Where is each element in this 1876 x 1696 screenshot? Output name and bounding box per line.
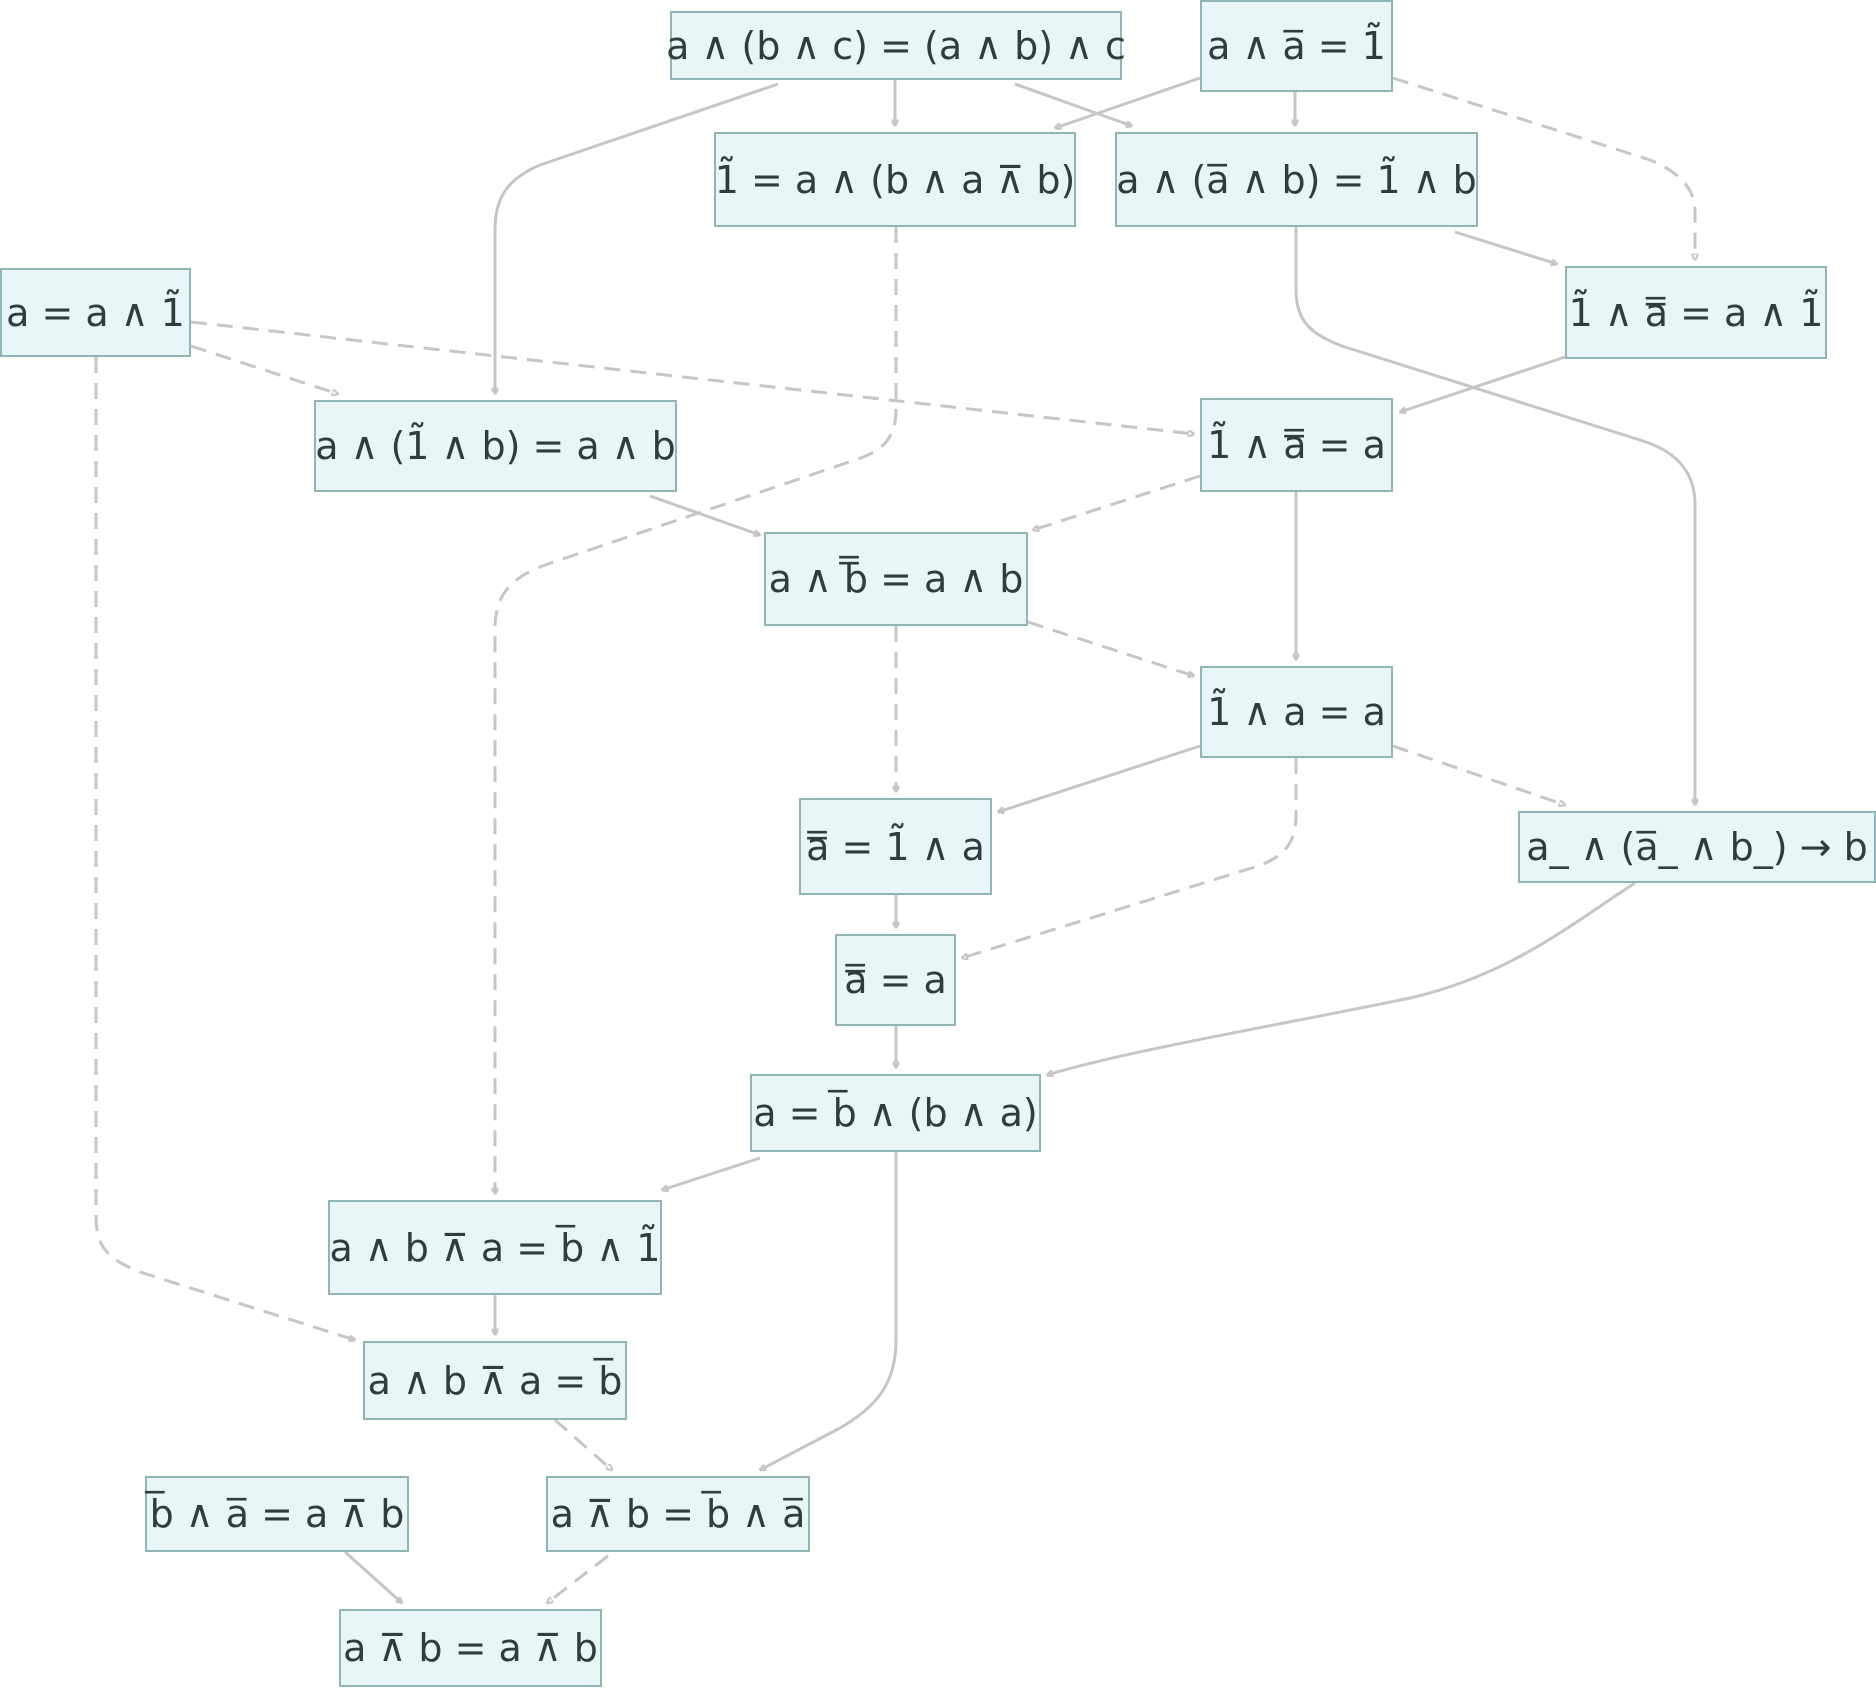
node-n16[interactable]: a ∧ b ⊼ a = b̅ (363, 1341, 627, 1420)
node-n13[interactable]: a̿ = a (835, 934, 956, 1026)
edge-n8-n9 (1033, 474, 1201, 530)
edge-n14-n18 (760, 1152, 898, 1470)
edge-n17-n19 (343, 1550, 402, 1603)
edge-n7-n9 (649, 494, 760, 535)
edge-n10-n12 (1392, 744, 1565, 805)
node-n6[interactable]: 1̃ ∧ a̿ = a ∧ 1̃ (1565, 266, 1827, 359)
edge-n4-n12 (1294, 227, 1695, 805)
edge-n5-n16 (94, 357, 355, 1340)
edge-n6-n8 (1400, 355, 1566, 412)
node-label: a ∧ (1̃ ∧ b) = a ∧ b (315, 424, 676, 468)
edge-n2-n3 (1055, 76, 1201, 128)
node-label: 1̃ ∧ a = a (1207, 690, 1386, 734)
edge-n4-n6 (1454, 230, 1557, 264)
node-n7[interactable]: a ∧ (1̃ ∧ b) = a ∧ b (314, 400, 677, 492)
node-label: a ∧ b ⊼ a = b̅ ∧ 1̃ (329, 1225, 661, 1270)
node-n2[interactable]: a ∧ a̅ = 1̃ (1200, 0, 1393, 92)
node-n4[interactable]: a ∧ (a̅ ∧ b) = 1̃ ∧ b (1115, 132, 1478, 227)
node-label: a_ ∧ (a̅_ ∧ b_) → b (1526, 825, 1868, 869)
node-label: a ⊼ b = a ⊼ b (343, 1626, 598, 1670)
edge-n10-n11 (998, 744, 1201, 812)
edge-n9-n10 (1027, 620, 1194, 676)
node-label: 1̃ ∧ a̿ = a ∧ 1̃ (1568, 290, 1824, 335)
node-n14[interactable]: a = b̅ ∧ (b ∧ a) (750, 1074, 1041, 1152)
edge-n1-n4 (1014, 82, 1132, 126)
node-n8[interactable]: 1̃ ∧ a̿ = a (1200, 398, 1393, 492)
node-label: a̿ = a (844, 958, 947, 1002)
node-n19[interactable]: a ⊼ b = a ⊼ b (339, 1609, 602, 1687)
node-label: a ∧ (a̅ ∧ b) = 1̃ ∧ b (1116, 157, 1477, 202)
node-n15[interactable]: a ∧ b ⊼ a = b̅ ∧ 1̃ (328, 1200, 662, 1295)
node-label: a̿ = 1̃ ∧ a (806, 824, 985, 869)
node-n5[interactable]: a = a ∧ 1̃ (0, 268, 191, 357)
node-label: a ∧ a̅ = 1̃ (1207, 24, 1386, 68)
node-label: a = b̅ ∧ (b ∧ a) (753, 1091, 1038, 1135)
edge-n14-n15 (662, 1156, 761, 1190)
node-label: b̅ ∧ a̅ = a ⊼ b (149, 1492, 405, 1536)
node-n11[interactable]: a̿ = 1̃ ∧ a (799, 798, 992, 895)
node-label: 1̃ ∧ a̿ = a (1207, 423, 1386, 467)
node-label: 1̃ = a ∧ (b ∧ a ⊼ b) (714, 157, 1076, 202)
node-n18[interactable]: a ⊼ b = b̅ ∧ a̅ (546, 1476, 810, 1552)
edge-n2-n6 (1392, 76, 1695, 260)
edge-n3-n15 (495, 227, 898, 1194)
node-n17[interactable]: b̅ ∧ a̅ = a ⊼ b (145, 1476, 409, 1552)
node-label: a ∧ b ⊼ a = b̅ (367, 1358, 623, 1403)
node-label: a ∧ b̿ = a ∧ b (768, 557, 1024, 601)
node-n3[interactable]: 1̃ = a ∧ (b ∧ a ⊼ b) (714, 132, 1076, 227)
edge-n12-n14 (1047, 881, 1636, 1075)
node-label: a ⊼ b = b̅ ∧ a̅ (550, 1492, 806, 1536)
node-n10[interactable]: 1̃ ∧ a = a (1200, 666, 1393, 758)
edge-n1-n7 (495, 82, 779, 394)
node-label: a = a ∧ 1̃ (6, 290, 185, 335)
node-n1[interactable]: a ∧ (b ∧ c) = (a ∧ b) ∧ c (666, 11, 1126, 80)
node-n12[interactable]: a_ ∧ (a̅_ ∧ b_) → b (1518, 811, 1876, 883)
edge-n5-n8 (190, 320, 1194, 434)
node-n9[interactable]: a ∧ b̿ = a ∧ b (764, 532, 1028, 626)
edge-n10-n13 (962, 758, 1298, 958)
edge-n16-n18 (554, 1418, 612, 1470)
edge-n18-n19 (547, 1554, 609, 1603)
edge-n5-n7 (190, 344, 338, 394)
node-label: a ∧ (b ∧ c) = (a ∧ b) ∧ c (666, 23, 1126, 68)
